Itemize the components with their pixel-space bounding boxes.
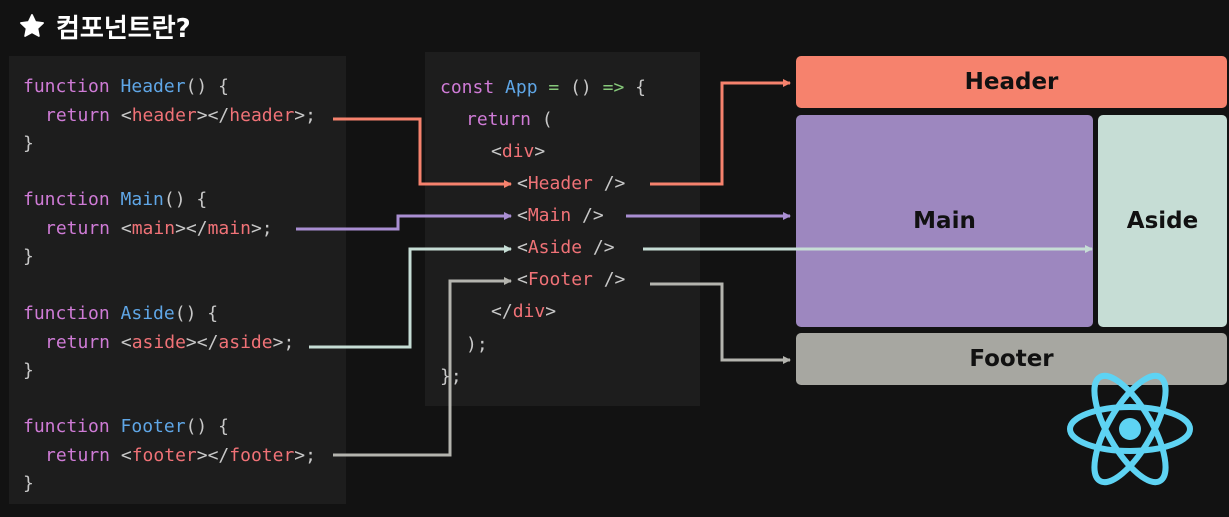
- footer-function-connector: [333, 277, 512, 457]
- main-box: Main: [796, 115, 1093, 327]
- main-function-connector: [296, 212, 512, 231]
- app-line-return: return (: [466, 109, 553, 130]
- function-header-return: return <header></header>;: [45, 105, 316, 126]
- app-line-paren-close: );: [466, 334, 488, 355]
- function-aside-signature: function Aside() {: [23, 303, 219, 324]
- function-aside-end: }: [23, 360, 34, 381]
- header-layout-connector: [650, 79, 791, 186]
- app-child-header: <Header />: [517, 173, 626, 194]
- function-main-return: return <main></main>;: [45, 218, 273, 239]
- function-footer-signature: function Footer() {: [23, 416, 229, 437]
- app-child-main: <Main />: [517, 205, 604, 226]
- aside-function-connector: [309, 245, 512, 349]
- function-footer-return: return <footer></footer>;: [45, 445, 316, 466]
- function-main-signature: function Main() {: [23, 189, 208, 210]
- app-line-const: const App = () => {: [440, 77, 646, 98]
- app-component-code-panel: [425, 52, 700, 406]
- function-aside-return: return <aside></aside>;: [45, 332, 295, 353]
- aside-box: Aside: [1098, 115, 1227, 327]
- app-child-footer: <Footer />: [517, 269, 626, 290]
- app-child-aside: <Aside />: [517, 237, 615, 258]
- function-main-end: }: [23, 246, 34, 267]
- footer-layout-connector: [650, 282, 791, 364]
- app-line-div-close: </div>: [491, 301, 557, 322]
- function-header-signature: function Header() {: [23, 76, 229, 97]
- header-box: Header: [796, 56, 1227, 108]
- star-icon: [20, 14, 44, 37]
- page-title: 컴포넌트란?: [18, 6, 191, 46]
- header-function-connector: [333, 117, 512, 188]
- component-functions-code-panel: [9, 56, 346, 504]
- function-header-end: }: [23, 133, 34, 154]
- app-line-div-open: <div>: [491, 141, 546, 162]
- page-title-text: 컴포넌트란?: [56, 13, 191, 44]
- function-footer-end: }: [23, 473, 34, 494]
- react-logo-icon: [1067, 372, 1193, 486]
